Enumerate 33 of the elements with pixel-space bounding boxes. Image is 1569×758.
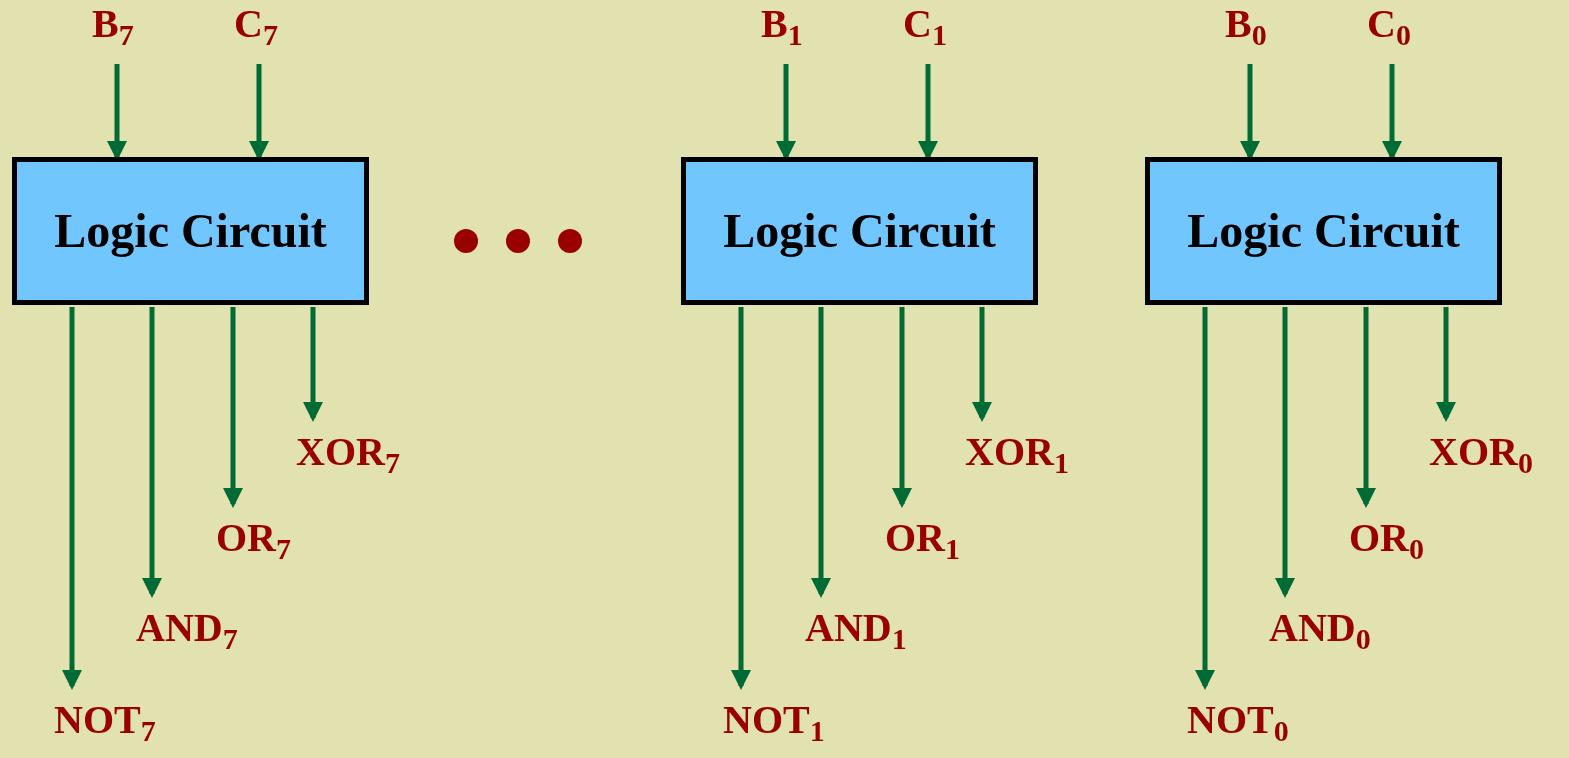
signal-label: C$_{7}$ — [234, 0, 294, 62]
signal-label: OR$_{1}$ — [885, 514, 995, 566]
arrow — [892, 307, 912, 508]
signal-label: AND$_{1}$ — [805, 604, 945, 656]
arrow — [1195, 307, 1215, 690]
arrow — [303, 307, 323, 422]
signal-label: B$_{0}$ — [1225, 0, 1285, 62]
logic-circuit-box: Logic Circuit — [681, 157, 1038, 305]
signal-label: OR$_{7}$ — [216, 514, 326, 566]
signal-label: NOT$_{1}$ — [723, 696, 873, 748]
signal-label: NOT$_{0}$ — [1187, 696, 1337, 748]
signal-label: OR$_{0}$ — [1349, 514, 1459, 566]
arrow — [972, 307, 992, 422]
arrow — [142, 307, 162, 598]
signal-label: NOT$_{7}$ — [54, 696, 204, 748]
arrow — [223, 307, 243, 508]
signal-label: C$_{0}$ — [1367, 0, 1427, 62]
arrow — [1436, 307, 1456, 422]
signal-label: AND$_{7}$ — [136, 604, 276, 656]
arrow — [811, 307, 831, 598]
arrow — [1356, 307, 1376, 508]
signal-label: XOR$_{0}$ — [1429, 428, 1569, 480]
arrow — [731, 307, 751, 690]
signal-label: B$_{1}$ — [761, 0, 821, 62]
logic-circuit-box: Logic Circuit — [1145, 157, 1502, 305]
signal-label: B$_{7}$ — [92, 0, 152, 62]
signal-label: AND$_{0}$ — [1269, 604, 1409, 656]
signal-label: C$_{1}$ — [903, 0, 963, 62]
signal-label: XOR$_{7}$ — [296, 428, 436, 480]
signal-label: XOR$_{1}$ — [965, 428, 1105, 480]
arrow — [62, 307, 82, 690]
logic-circuit-box: Logic Circuit — [12, 157, 369, 305]
arrow — [1275, 307, 1295, 598]
